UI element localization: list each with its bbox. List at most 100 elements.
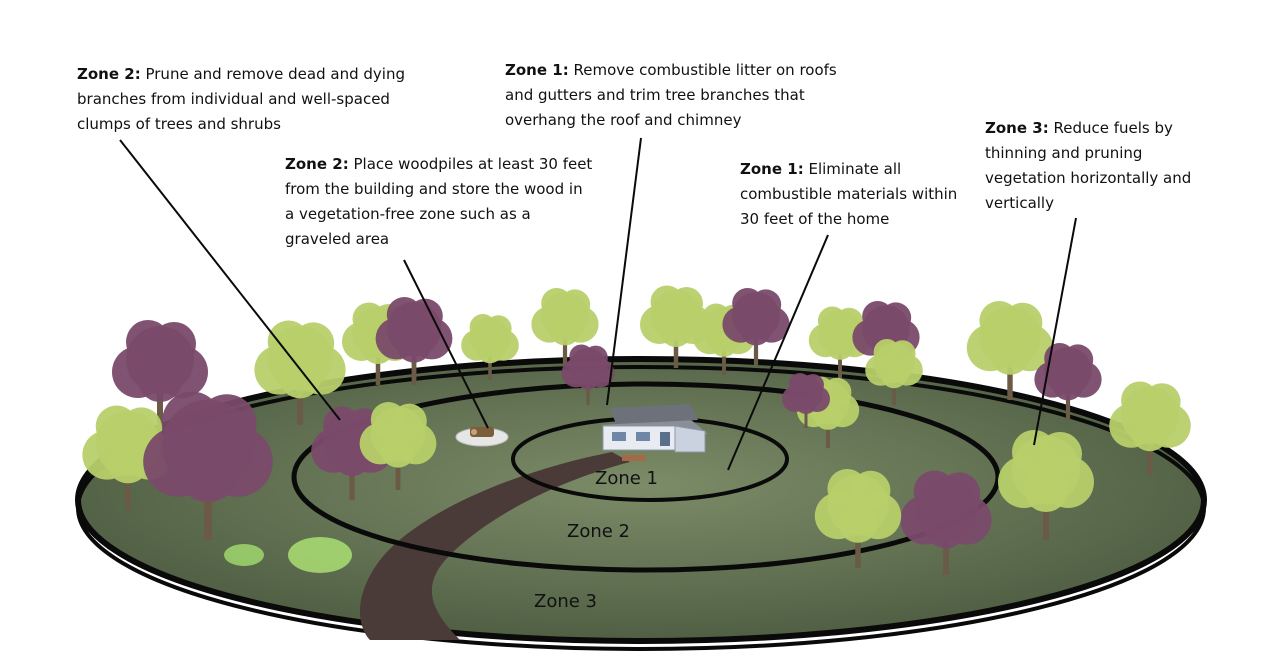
callout-text: Eliminate all combustible materials with… [740, 160, 958, 228]
green-tree [1109, 381, 1191, 475]
shrub [224, 544, 264, 566]
tree-trunk [804, 405, 808, 428]
tree-canopy [583, 345, 608, 370]
tree-canopy [925, 506, 967, 549]
purple-tree [722, 288, 790, 365]
tree-canopy [802, 374, 824, 396]
purple-tree [112, 320, 208, 430]
leader-line [403, 259, 489, 429]
shrubs [224, 537, 352, 573]
leader-line [1033, 217, 1077, 446]
tree-canopy [178, 442, 238, 503]
green-tree [998, 430, 1094, 540]
tree-trunk [826, 418, 830, 448]
tree-trunk [943, 532, 949, 575]
tree-canopy [396, 327, 432, 363]
callout-zone1-litter: Zone 1: Remove combustible litter on roo… [505, 58, 850, 133]
tree-canopy [880, 361, 908, 389]
tree-canopy [485, 315, 512, 342]
leader-lines [119, 137, 1077, 471]
tree-canopy [107, 441, 149, 484]
house [602, 404, 708, 461]
tree-canopy [889, 340, 916, 367]
tree-canopy [880, 302, 912, 334]
tree-trunk [562, 333, 568, 365]
leader-line [727, 234, 829, 471]
tree-trunk [673, 334, 679, 368]
callout-text: Place woodpiles at least 30 feet from th… [285, 155, 593, 248]
green-tree [531, 288, 599, 365]
purple-tree [561, 344, 615, 405]
tree-canopy [990, 335, 1030, 375]
tree-trunk [349, 461, 355, 500]
zone2-label: Zone 2 [567, 521, 630, 542]
tree-canopy [1024, 468, 1068, 512]
tree-canopy [1038, 432, 1082, 476]
tree-trunk [1147, 436, 1153, 475]
green-tree [814, 469, 902, 568]
tree-trunk [297, 382, 303, 425]
ground-edge [76, 365, 1206, 651]
tree-trunk [753, 333, 759, 365]
purple-tree [1034, 343, 1102, 420]
purple-tree [900, 470, 992, 575]
tree-canopy [1002, 302, 1043, 343]
green-tree [461, 314, 519, 380]
driveway [360, 452, 630, 640]
tree-canopy [740, 314, 772, 346]
tree-trunk [586, 380, 590, 405]
tree-trunk [1043, 495, 1049, 540]
tree-trunk [488, 353, 492, 380]
purple-tree [782, 373, 830, 428]
tree-trunk [203, 479, 213, 540]
tree-canopy [1143, 383, 1181, 421]
tree-canopy [1052, 369, 1084, 401]
tree-trunk [838, 348, 842, 378]
green-tree [865, 339, 923, 405]
tree-canopy [575, 365, 601, 390]
tree-trunk [375, 351, 381, 385]
tree-canopy [549, 314, 581, 346]
tree-trunk [125, 467, 131, 510]
woodpile [455, 427, 509, 447]
tree-canopy [838, 503, 878, 543]
shrub [288, 537, 352, 573]
tree-canopy [559, 289, 591, 321]
tree-canopy [1131, 413, 1169, 452]
callout-zone2-woodpiles: Zone 2: Place woodpiles at least 30 feet… [285, 152, 595, 252]
callout-text: Remove combustible litter on roofs and g… [505, 61, 837, 129]
leader-line [606, 137, 642, 406]
tree-canopy [750, 289, 782, 321]
purple-tree [143, 391, 273, 540]
callout-title: Zone 3: [985, 119, 1049, 137]
tree-canopy [938, 472, 981, 515]
callout-text: Reduce fuels by thinning and pruning veg… [985, 119, 1192, 212]
green-tree [359, 402, 437, 490]
tree-canopy [407, 298, 443, 334]
tree-trunk [1065, 388, 1071, 420]
purple-tree [375, 297, 453, 385]
tree-trunk [395, 454, 401, 490]
tree-canopy [795, 392, 817, 414]
callout-text: Prune and remove dead and dying branches… [77, 65, 405, 133]
tree-trunk [1007, 359, 1013, 400]
tree-canopy [197, 394, 257, 454]
tree-canopy [279, 356, 321, 399]
tree-trunk [411, 349, 417, 385]
tree-canopy [850, 470, 891, 511]
tree-canopy [138, 358, 182, 402]
leader-line [119, 139, 341, 421]
tree-canopy [825, 331, 855, 360]
tree-trunk [157, 385, 163, 430]
tree-canopy [1062, 344, 1094, 376]
tree-canopy [292, 322, 335, 365]
tree-canopy [380, 432, 416, 468]
trees [82, 285, 1191, 575]
callout-title: Zone 2: [285, 155, 349, 173]
zone2-ring [291, 381, 1001, 573]
tree-trunk [855, 527, 861, 568]
tree-canopy [670, 287, 703, 320]
tree-trunk [722, 345, 726, 375]
callout-title: Zone 2: [77, 65, 141, 83]
